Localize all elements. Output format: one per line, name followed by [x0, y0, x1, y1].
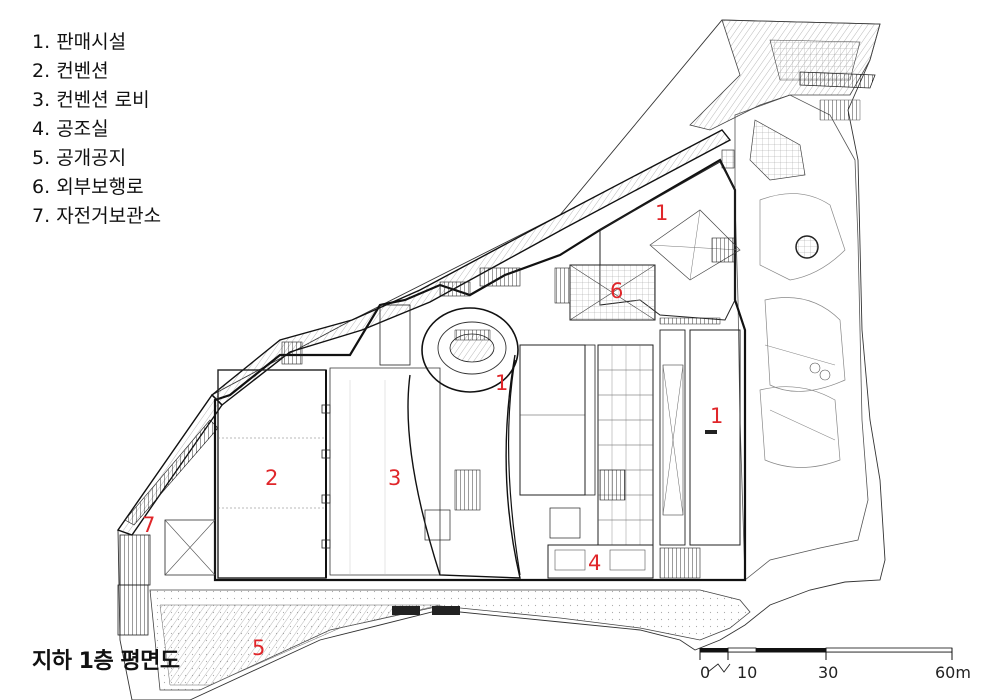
vent-block — [432, 606, 460, 615]
legend-num: 6. — [32, 176, 51, 198]
retail-east — [689, 329, 741, 546]
public-open-space — [149, 589, 751, 691]
legend: 1. 판매시설 2. 컨벤션 3. 컨벤션 로비 4. 공조실 5. 공개공지 … — [32, 28, 161, 231]
round-skylight — [795, 235, 819, 259]
zone-label-retail-center: 1 — [495, 371, 508, 395]
legend-label: 공개공지 — [56, 147, 127, 169]
convention-hall — [164, 369, 331, 579]
legend-item-1: 1. 판매시설 — [32, 28, 161, 57]
zone-label-retail-north: 1 — [655, 201, 668, 225]
legend-item-7: 7. 자전거보관소 — [32, 202, 161, 231]
retail-north — [599, 161, 741, 325]
legend-num: 5. — [32, 147, 51, 169]
zone-label-convention: 2 — [265, 466, 278, 490]
legend-num: 4. — [32, 118, 51, 140]
legend-item-3: 3. 컨벤션 로비 — [32, 86, 161, 115]
zone-label-open-space: 5 — [252, 636, 265, 660]
legend-label: 컨벤션 로비 — [56, 89, 150, 111]
bike-rack — [124, 419, 219, 526]
zone-labels: 1 1 1 2 3 4 5 6 7 — [142, 201, 723, 660]
legend-label: 판매시설 — [56, 31, 127, 53]
legend-num: 3. — [32, 89, 51, 111]
legend-label: 컨벤션 — [56, 60, 109, 82]
external-walkway — [554, 264, 656, 321]
retail-stalls — [597, 329, 686, 546]
scale-bar: 0 10 30 60m — [699, 647, 971, 682]
scale-tick-label: 60m — [935, 663, 971, 682]
drawing-title: 지하 1층 평면도 — [32, 649, 180, 674]
scale-tick-label: 30 — [818, 663, 838, 682]
convention-lobby — [329, 367, 441, 576]
legend-item-2: 2. 컨벤션 — [32, 57, 161, 86]
stair — [117, 584, 149, 636]
zone-label-ahu: 4 — [588, 551, 601, 575]
legend-item-6: 6. 외부보행로 — [32, 173, 161, 202]
legend-num: 1. — [32, 31, 51, 53]
central-atrium — [407, 307, 521, 579]
scale-tick-label: 0 — [700, 663, 710, 682]
ahu-room — [547, 544, 701, 579]
building-outline — [213, 158, 747, 582]
legend-label: 공조실 — [56, 118, 109, 140]
zone-label-walkway: 6 — [610, 279, 623, 303]
zone-label-retail-east: 1 — [710, 404, 723, 428]
north-arrow-icon — [707, 663, 731, 673]
legend-label: 자전거보관소 — [56, 205, 162, 227]
northeast-plaza — [734, 94, 869, 581]
legend-num: 2. — [32, 60, 51, 82]
legend-label: 외부보행로 — [56, 176, 144, 198]
zone-label-lobby: 3 — [388, 466, 401, 490]
vent-block — [392, 606, 420, 615]
scale-tick-label: 10 — [737, 663, 757, 682]
service-cores — [281, 149, 735, 541]
stair — [119, 534, 151, 586]
legend-item-4: 4. 공조실 — [32, 115, 161, 144]
retail-center — [519, 344, 596, 496]
legend-num: 7. — [32, 205, 51, 227]
zone-label-bike: 7 — [142, 513, 155, 537]
north-entrance — [689, 19, 881, 181]
northwest-wall — [116, 129, 732, 636]
legend-item-5: 5. 공개공지 — [32, 144, 161, 173]
